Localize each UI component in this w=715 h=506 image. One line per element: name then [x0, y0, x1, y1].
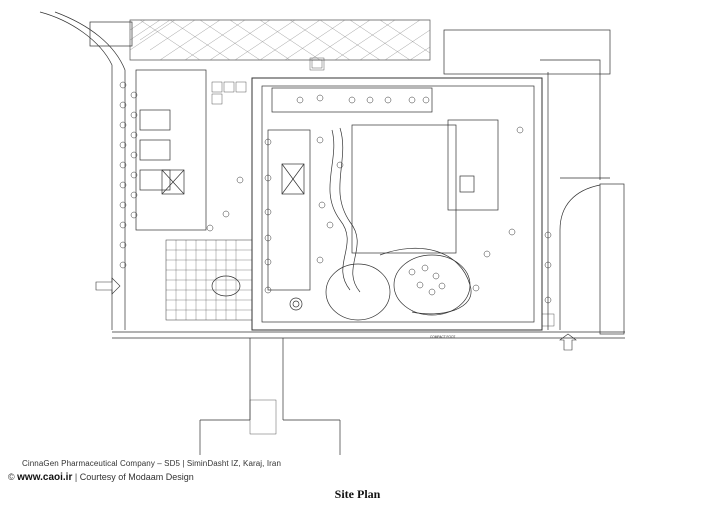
pond	[325, 263, 391, 321]
west-building	[135, 69, 207, 231]
west-pool	[211, 275, 241, 297]
gate-structure	[89, 21, 133, 47]
tree-icon	[472, 126, 524, 292]
landscape-path	[329, 129, 351, 291]
east-hall	[447, 119, 499, 211]
project-caption: CinnaGen Pharmaceutical Company – SD5 | …	[22, 459, 282, 468]
tree-icon	[296, 94, 430, 104]
west-entry-arrow-icon	[95, 277, 121, 295]
courtesy-text: Courtesy of Modaam Design	[79, 472, 194, 482]
access-road-curve	[39, 11, 113, 330]
linework	[39, 11, 625, 455]
east-road	[559, 177, 610, 330]
credit-separator: |	[74, 472, 78, 482]
south-boundary-road	[112, 331, 625, 339]
courtyard-building-west	[267, 129, 311, 291]
east-plot	[443, 29, 611, 75]
website-logo[interactable]: www.caoi.ir	[17, 472, 73, 483]
fountain	[289, 297, 303, 311]
copyright-icon: ©	[8, 472, 15, 482]
tree-icon	[316, 136, 344, 264]
east-entry-arrow-icon	[559, 333, 577, 351]
drawing-title: Site Plan	[334, 487, 381, 501]
road-label: COMPACT FOOT	[430, 335, 455, 339]
tree-icon	[408, 264, 446, 296]
main-production-hall	[351, 124, 457, 254]
hatched-paving-band	[129, 19, 431, 61]
main-compound-outline	[251, 77, 543, 331]
north-wing	[271, 87, 433, 113]
tree-icon	[264, 138, 272, 294]
tree-icon	[130, 91, 138, 219]
tree-icons	[119, 81, 552, 304]
tree-icon	[206, 176, 244, 232]
south-access-road	[249, 338, 284, 420]
tree-icon	[544, 231, 552, 304]
tree-icon	[119, 81, 127, 269]
credit-line: © www.caoi.ir | Courtesy of Modaam Desig…	[8, 472, 194, 483]
